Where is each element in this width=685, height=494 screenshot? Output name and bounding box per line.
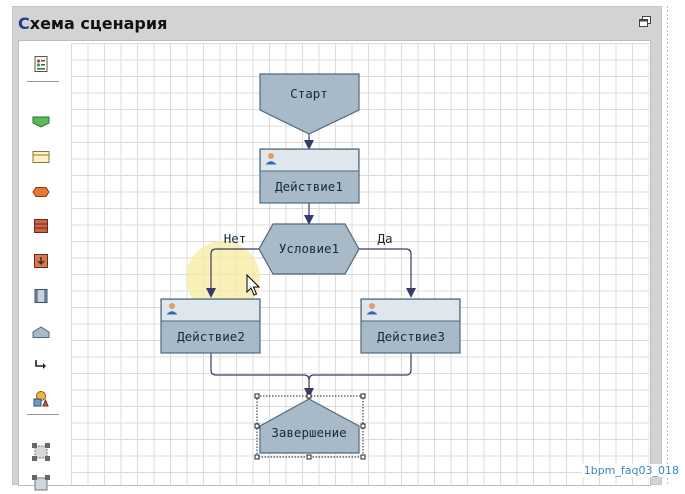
- properties-icon[interactable]: [31, 54, 51, 74]
- resize-handle[interactable]: [254, 454, 260, 460]
- connectors: [206, 134, 416, 398]
- arrow-condition-no: [206, 248, 259, 298]
- connector-icon[interactable]: [31, 355, 51, 375]
- scroll-track[interactable]: [664, 6, 672, 485]
- shape-palette: [19, 41, 67, 491]
- branch-no-label: Нет: [224, 231, 247, 246]
- user-icon: [265, 153, 277, 165]
- condition-shape-icon[interactable]: [31, 182, 51, 202]
- panel-title-first-letter: С: [18, 13, 30, 33]
- palette-divider-2: [27, 414, 59, 415]
- selection-frame: [254, 393, 366, 460]
- action1-label: Действие1: [275, 179, 343, 194]
- resize-handle[interactable]: [306, 454, 312, 460]
- select-area-icon-2[interactable]: [31, 474, 51, 494]
- resize-handle[interactable]: [360, 454, 366, 460]
- diagram-canvas[interactable]: Старт Действие1 Условие1: [71, 43, 649, 485]
- branch-yes-label: Да: [377, 231, 392, 246]
- subprocess-shape-icon[interactable]: [31, 216, 51, 236]
- start-shape[interactable]: Старт: [259, 73, 360, 135]
- arrow-action3-to-end: [308, 353, 412, 381]
- arrow-condition-yes: [359, 248, 416, 298]
- select-area-icon[interactable]: [31, 442, 51, 462]
- condition-shape[interactable]: Условие1: [258, 223, 360, 275]
- arrow-action2-to-end: [210, 353, 314, 398]
- action2-shape[interactable]: Действие2: [160, 298, 261, 354]
- action-shape-icon[interactable]: [31, 147, 51, 167]
- objects-icon[interactable]: [31, 389, 51, 409]
- action3-label: Действие3: [377, 329, 445, 344]
- click-highlight: [186, 241, 260, 315]
- resize-handle[interactable]: [254, 393, 260, 399]
- start-shape-icon[interactable]: [31, 112, 51, 132]
- palette-divider: [27, 81, 59, 82]
- external-process-icon[interactable]: [31, 286, 51, 306]
- restore-window-icon[interactable]: [639, 16, 651, 28]
- panel-title: хема сценария: [29, 13, 168, 33]
- panel-content: Старт Действие1 Условие1: [18, 40, 651, 491]
- import-shape-icon[interactable]: [31, 251, 51, 271]
- action3-shape[interactable]: Действие3: [360, 298, 461, 354]
- image-watermark: 1bpm_faq03_018: [581, 464, 681, 477]
- resize-handle[interactable]: [360, 393, 366, 399]
- action2-label: Действие2: [177, 329, 245, 344]
- user-icon: [366, 303, 378, 315]
- end-label: Завершение: [271, 425, 346, 440]
- diagram-svg: Старт Действие1 Условие1: [160, 73, 461, 460]
- end-shape-icon[interactable]: [31, 322, 51, 342]
- mouse-cursor-icon: [246, 273, 261, 296]
- resize-handle[interactable]: [360, 423, 366, 429]
- resize-handle[interactable]: [254, 423, 260, 429]
- condition-label: Условие1: [279, 241, 339, 256]
- end-shape[interactable]: Завершение: [259, 398, 360, 454]
- user-icon: [166, 303, 178, 315]
- action1-shape[interactable]: Действие1: [259, 148, 360, 204]
- resize-handle[interactable]: [306, 393, 312, 399]
- start-label: Старт: [290, 86, 328, 101]
